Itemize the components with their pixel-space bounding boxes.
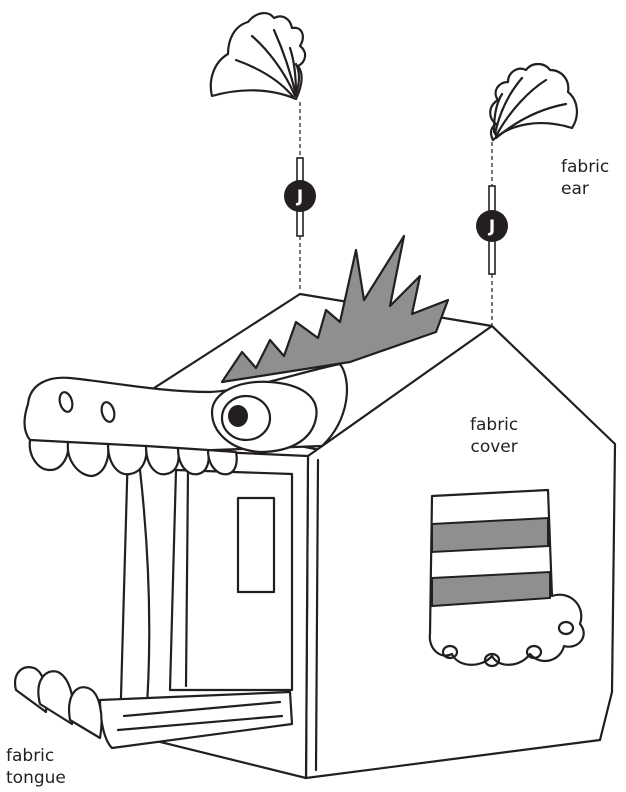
playhouse xyxy=(15,236,615,778)
marker-j-left-text: J xyxy=(296,187,303,207)
label-fabric-tongue-line1: fabric xyxy=(6,745,66,767)
right-pole-assembly: J xyxy=(476,142,508,326)
label-fabric-ear-line2: ear xyxy=(561,178,609,200)
label-fabric-tongue-line2: tongue xyxy=(6,767,66,789)
label-fabric-tongue: fabric tongue xyxy=(6,745,66,789)
marker-j-right-text: J xyxy=(488,217,495,237)
left-pole-assembly: J xyxy=(284,102,316,292)
fabric-ear-left xyxy=(211,13,305,99)
label-fabric-cover-line1: fabric xyxy=(470,414,518,436)
label-fabric-cover-line2: cover xyxy=(470,436,518,458)
label-fabric-ear-line1: fabric xyxy=(561,156,609,178)
label-fabric-cover: fabric cover xyxy=(470,414,518,458)
fabric-ear-right xyxy=(490,64,577,140)
label-fabric-ear: fabric ear xyxy=(561,156,609,200)
lower-teeth xyxy=(15,667,101,738)
